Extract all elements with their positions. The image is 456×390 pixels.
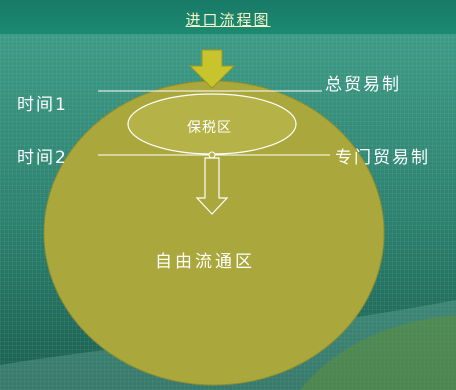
junction-dot: [208, 151, 216, 159]
outline-arrow: [195, 157, 229, 215]
entry-arrow: [188, 49, 236, 89]
free-circulation-label: 自由流通区: [155, 252, 255, 272]
title-bar-background: [0, 0, 456, 34]
special-trade-label: 专门贸易制: [335, 148, 430, 168]
general-trade-label: 总贸易制: [325, 75, 401, 95]
diagram-title: 进口流程图: [185, 11, 271, 29]
time2-label: 时间2: [17, 148, 68, 168]
decorative-leaf: [300, 315, 456, 390]
time1-label: 时间1: [17, 95, 68, 115]
bonded-zone-label: 保税区: [187, 120, 232, 136]
